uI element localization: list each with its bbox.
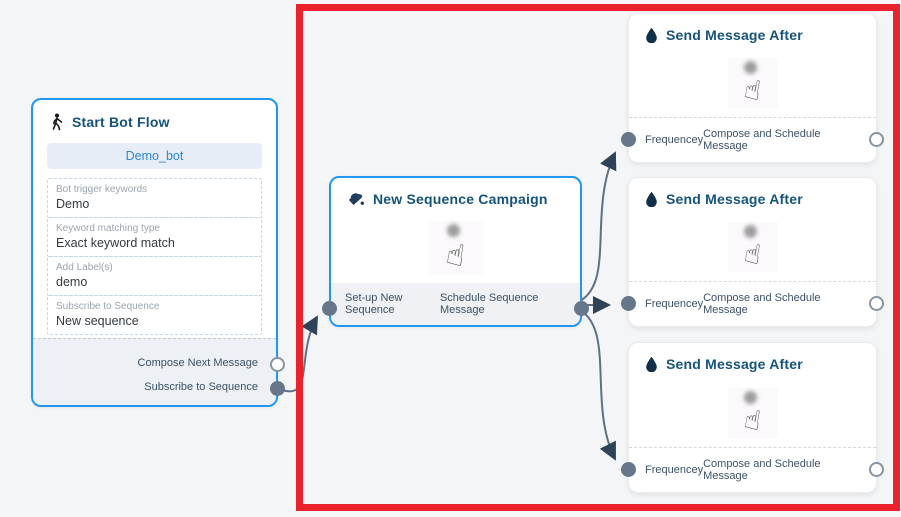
field-label: Subscribe to Sequence	[56, 301, 160, 312]
node-footer: Compose Next Message Subscribe to Sequen…	[33, 338, 276, 405]
node-header: Send Message After	[629, 14, 876, 49]
port-frequencey[interactable]	[621, 296, 636, 311]
field-bot-trigger-keywords[interactable]: Bot trigger keywords Demo	[47, 178, 262, 218]
field-label: Add Label(s)	[56, 262, 113, 273]
port-compose-and-schedule-message[interactable]	[869, 462, 884, 477]
output-subscribe-to-sequence: Subscribe to Sequence	[144, 381, 258, 393]
water-drop-icon	[645, 191, 658, 207]
node-header: Send Message After	[629, 178, 876, 213]
hand-pointer-click-icon[interactable]: ☝	[727, 222, 778, 272]
field-label: Keyword matching type	[56, 223, 160, 234]
field-value[interactable]: New sequence	[56, 314, 139, 328]
hand-pointer-click-icon[interactable]: ☝	[727, 387, 778, 438]
port-compose-next-message[interactable]	[270, 357, 285, 372]
node-footer: Frequencey Compose and Schedule Message	[629, 281, 876, 326]
node-send-message-after-3[interactable]: Send Message After ☝ Frequencey Compose …	[621, 342, 884, 493]
node-new-sequence-campaign[interactable]: New Sequence Campaign ☝ Set-up New Seque…	[322, 176, 589, 327]
input-frequencey: Frequencey	[645, 134, 704, 146]
port-frequencey[interactable]	[621, 132, 636, 147]
node-send-message-after-1[interactable]: Send Message After ☝ Frequencey Compose …	[621, 13, 884, 163]
output-compose-and-schedule-message: Compose and Schedule Message	[703, 458, 821, 482]
field-value[interactable]: Exact keyword match	[56, 236, 175, 250]
node-header: Start Bot Flow	[33, 100, 276, 137]
node-header: Send Message After	[629, 343, 876, 378]
field-add-labels[interactable]: Add Label(s) demo	[47, 256, 262, 296]
water-drop-icon	[645, 356, 658, 372]
node-title: Start Bot Flow	[72, 114, 170, 130]
input-frequencey: Frequencey	[645, 298, 704, 310]
edge-subscribe-to-campaign	[281, 315, 318, 393]
input-frequencey: Frequencey	[645, 464, 704, 476]
node-header: New Sequence Campaign	[331, 178, 580, 213]
node-title: Send Message After	[666, 356, 803, 372]
edge-campaign-to-sma3	[579, 309, 616, 461]
paint-bucket-icon	[347, 191, 365, 207]
port-frequencey[interactable]	[621, 462, 636, 477]
node-title: New Sequence Campaign	[373, 191, 548, 207]
node-title: Send Message After	[666, 191, 803, 207]
node-body: ☝	[629, 49, 876, 117]
hand-pointer-click-icon[interactable]: ☝	[428, 221, 483, 275]
output-compose-and-schedule-message: Compose and Schedule Message	[703, 128, 821, 152]
hand-pointer-click-icon[interactable]: ☝	[727, 58, 778, 108]
port-subscribe-to-sequence[interactable]	[270, 381, 285, 396]
node-body: ☝	[629, 213, 876, 281]
port-compose-and-schedule-message[interactable]	[869, 132, 884, 147]
node-footer: Frequencey Compose and Schedule Message	[629, 117, 876, 162]
node-body: ☝	[331, 213, 580, 275]
node-footer: Frequencey Compose and Schedule Message	[629, 447, 876, 492]
field-keyword-matching-type[interactable]: Keyword matching type Exact keyword matc…	[47, 217, 262, 257]
node-start-bot-flow[interactable]: Start Bot Flow Demo_bot Bot trigger keyw…	[31, 98, 285, 407]
field-list: Bot trigger keywords Demo Keyword matchi…	[47, 178, 262, 335]
walking-person-icon	[49, 113, 64, 131]
output-compose-next-message: Compose Next Message	[137, 357, 258, 369]
node-send-message-after-2[interactable]: Send Message After ☝ Frequencey Compose …	[621, 177, 884, 327]
bot-name-button[interactable]: Demo_bot	[47, 143, 262, 169]
port-set-up-new-sequence[interactable]	[322, 301, 337, 316]
water-drop-icon	[645, 27, 658, 43]
field-subscribe-to-sequence[interactable]: Subscribe to Sequence New sequence	[47, 295, 262, 335]
node-footer: Set-up New Sequence Schedule Sequence Me…	[331, 283, 580, 325]
input-set-up-new-sequence: Set-up New Sequence	[345, 292, 403, 316]
field-value[interactable]: demo	[56, 275, 88, 289]
field-value[interactable]: Demo	[56, 197, 90, 211]
output-schedule-sequence-message: Schedule Sequence Message	[439, 292, 539, 316]
field-label: Bot trigger keywords	[56, 184, 148, 195]
node-title: Send Message After	[666, 27, 803, 43]
output-compose-and-schedule-message: Compose and Schedule Message	[703, 292, 821, 316]
node-body: ☝	[629, 378, 876, 447]
edge-campaign-to-sma1	[579, 151, 617, 302]
port-schedule-sequence-message[interactable]	[574, 301, 589, 316]
port-compose-and-schedule-message[interactable]	[869, 296, 884, 311]
